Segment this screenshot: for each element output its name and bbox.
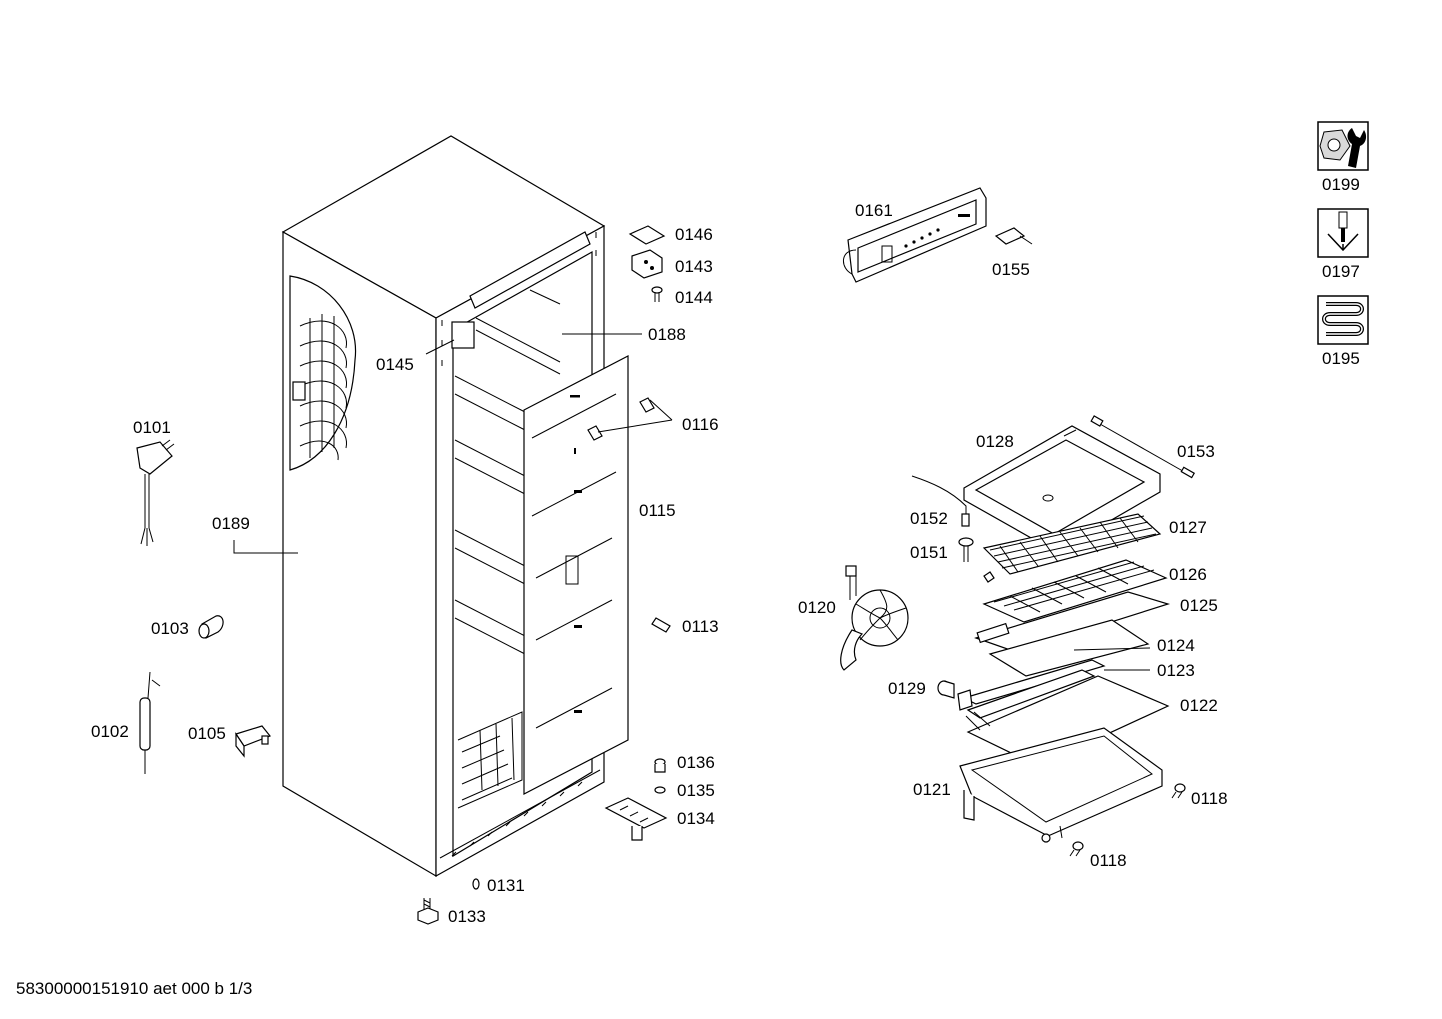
part-0155 xyxy=(994,227,1033,245)
label-0127: 0127 xyxy=(1169,518,1207,537)
part-0133-foot xyxy=(417,898,439,925)
part-0127-evaporator xyxy=(982,513,1162,583)
part-0126-grid xyxy=(982,559,1168,623)
label-0195: 0195 xyxy=(1322,349,1360,368)
document-id: 58300000151910 aet 000 b 1/3 xyxy=(16,979,253,998)
label-0144: 0144 xyxy=(675,288,713,307)
label-0115: 0115 xyxy=(639,501,676,520)
part-0151 xyxy=(958,537,974,562)
part-0120-fan xyxy=(840,565,909,671)
label-0136: 0136 xyxy=(677,753,715,772)
part-0144 xyxy=(651,286,663,302)
label-0155: 0155 xyxy=(992,260,1030,279)
label-0126: 0126 xyxy=(1169,565,1207,584)
label-0135: 0135 xyxy=(677,781,715,800)
label-0188: 0188 xyxy=(648,325,686,344)
label-0128: 0128 xyxy=(976,432,1014,451)
door-0115 xyxy=(523,355,629,795)
part-0143 xyxy=(631,249,663,279)
part-0118-screw-b xyxy=(1069,841,1084,857)
part-0129 xyxy=(937,680,955,699)
label-0121: 0121 xyxy=(913,780,951,799)
part-labels: 0101 0189 0103 0102 0105 0145 0146 0143 … xyxy=(91,201,1228,926)
label-0133: 0133 xyxy=(448,907,486,926)
part-0131 xyxy=(472,878,480,890)
label-0103: 0103 xyxy=(151,619,189,638)
label-0101: 0101 xyxy=(133,418,171,437)
label-0161: 0161 xyxy=(855,201,893,220)
label-0145: 0145 xyxy=(376,355,414,374)
label-0189: 0189 xyxy=(212,514,250,533)
part-0118-screw-a xyxy=(1171,783,1186,799)
part-0134-hinge xyxy=(604,797,668,841)
part-0122-tray xyxy=(965,669,1170,767)
part-0152 xyxy=(911,475,970,527)
label-0116: 0116 xyxy=(682,415,719,434)
part-0113 xyxy=(651,617,671,633)
label-0151: 0151 xyxy=(910,543,948,562)
label-0129: 0129 xyxy=(888,679,926,698)
screwdriver-icon xyxy=(1317,208,1369,258)
part-0116 xyxy=(587,397,655,441)
part-0101-power-plug xyxy=(136,439,175,546)
label-0120: 0120 xyxy=(798,598,836,617)
label-0153: 0153 xyxy=(1177,442,1215,461)
part-0102 xyxy=(139,671,161,774)
wrench-nut-icon xyxy=(1317,121,1369,171)
part-0121-housing xyxy=(959,727,1163,843)
part-0105 xyxy=(235,725,271,758)
label-0143: 0143 xyxy=(675,257,713,276)
label-0124: 0124 xyxy=(1157,636,1195,655)
label-0118-b: 0118 xyxy=(1090,851,1127,870)
part-0124 xyxy=(988,619,1150,677)
label-0122: 0122 xyxy=(1180,696,1218,715)
label-0197: 0197 xyxy=(1322,262,1360,281)
label-0123: 0123 xyxy=(1157,661,1195,680)
leader-lines xyxy=(233,333,1151,671)
label-0146: 0146 xyxy=(675,225,713,244)
part-0153 xyxy=(1090,415,1196,479)
part-0103 xyxy=(198,615,224,639)
label-0131: 0131 xyxy=(487,876,525,895)
label-0199: 0199 xyxy=(1322,175,1360,194)
label-0125: 0125 xyxy=(1180,596,1218,615)
part-0125 xyxy=(974,591,1171,653)
part-0146 xyxy=(628,225,666,245)
label-0105: 0105 xyxy=(188,724,226,743)
part-0161-control-panel xyxy=(843,187,987,283)
part-0123 xyxy=(957,659,1106,711)
part-0135 xyxy=(654,786,666,794)
part-0136 xyxy=(654,758,666,773)
label-0134: 0134 xyxy=(677,809,715,828)
label-0113: 0113 xyxy=(682,617,719,636)
label-0118-a: 0118 xyxy=(1191,789,1228,808)
label-0152: 0152 xyxy=(910,509,948,528)
label-0102: 0102 xyxy=(91,722,129,741)
heating-coil-icon xyxy=(1317,295,1369,345)
part-0128-cover xyxy=(963,425,1161,553)
